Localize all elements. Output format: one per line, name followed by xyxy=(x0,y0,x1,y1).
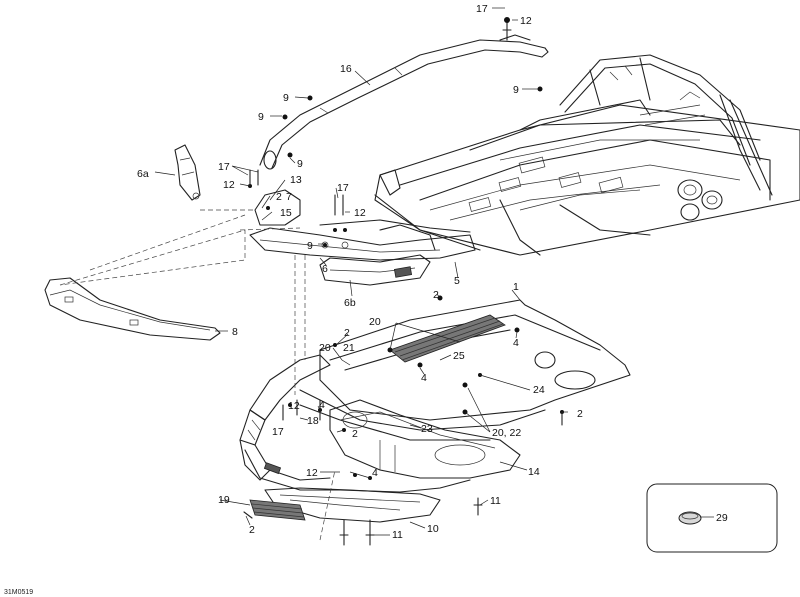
callout-20: 20 xyxy=(369,316,381,328)
callout-2: 2 xyxy=(352,428,358,440)
callout-12: 12 xyxy=(520,15,532,27)
callout-23: 23 xyxy=(421,423,433,435)
callout-2: 2 xyxy=(344,327,350,339)
grab-bar xyxy=(259,34,549,170)
callout-11: 11 xyxy=(392,529,403,541)
callout-29: 29 xyxy=(716,512,728,524)
callout-9: 9 xyxy=(513,84,519,96)
callout-6b: 6b xyxy=(344,297,356,309)
front-bumper xyxy=(44,277,221,341)
callout-6a: 6a xyxy=(137,168,149,180)
callout-2: 2 xyxy=(249,524,255,536)
callout-8: 8 xyxy=(232,326,238,338)
callout-16: 16 xyxy=(340,63,352,75)
assembly-guides xyxy=(59,209,336,541)
front-bracket-assembly xyxy=(249,189,476,286)
callout-19: 19 xyxy=(218,494,230,506)
grille-19 xyxy=(249,499,306,521)
callout-labels: 17 12 16 9 9 9 9 6a 17 12 13 2 7 15 17 1… xyxy=(4,3,728,596)
bracket-6a xyxy=(174,144,201,201)
callout-13: 13 xyxy=(290,174,302,186)
callout-14: 14 xyxy=(528,466,540,478)
callout-17: 17 xyxy=(272,426,284,438)
callout-21: 21 xyxy=(343,342,355,354)
diagram-code: 31M0519 xyxy=(4,589,33,596)
callout-20-22: 20, 22 xyxy=(492,427,521,439)
callout-9: 9 xyxy=(307,240,313,252)
callout-17: 17 xyxy=(218,161,230,173)
callout-12: 12 xyxy=(306,467,318,479)
callout-5: 5 xyxy=(454,275,460,287)
callout-2: 2 xyxy=(577,408,583,420)
callout-18: 18 xyxy=(307,415,319,427)
part-29-inset xyxy=(646,483,778,553)
callout-17: 17 xyxy=(337,182,349,194)
callout-9: 9 xyxy=(283,92,289,104)
callout-2: 2 xyxy=(433,289,439,301)
callout-12: 12 xyxy=(354,207,366,219)
callout-15: 15 xyxy=(280,207,292,219)
callout-4: 4 xyxy=(513,337,519,349)
callout-9: 9 xyxy=(258,111,264,123)
callout-7: 7 xyxy=(286,191,292,203)
callout-24: 24 xyxy=(533,384,545,396)
callout-1: 1 xyxy=(513,281,519,293)
callout-12: 12 xyxy=(223,179,235,191)
callout-20: 20 xyxy=(319,342,331,354)
callout-11: 11 xyxy=(490,495,501,507)
belly-pan-assembly xyxy=(239,299,631,523)
callout-4: 4 xyxy=(421,372,427,384)
callout-10: 10 xyxy=(427,523,439,535)
callout-17: 17 xyxy=(476,3,488,15)
callout-12: 12 xyxy=(288,400,300,412)
callout-4: 4 xyxy=(319,399,325,411)
callout-2: 2 xyxy=(276,191,282,203)
leader-lines xyxy=(154,7,714,536)
callout-6: 6 xyxy=(322,263,328,275)
chassis-frame xyxy=(374,54,800,256)
fasteners xyxy=(243,17,564,546)
callout-4: 4 xyxy=(372,467,378,479)
callout-25: 25 xyxy=(453,350,465,362)
callout-9: 9 xyxy=(297,158,303,170)
